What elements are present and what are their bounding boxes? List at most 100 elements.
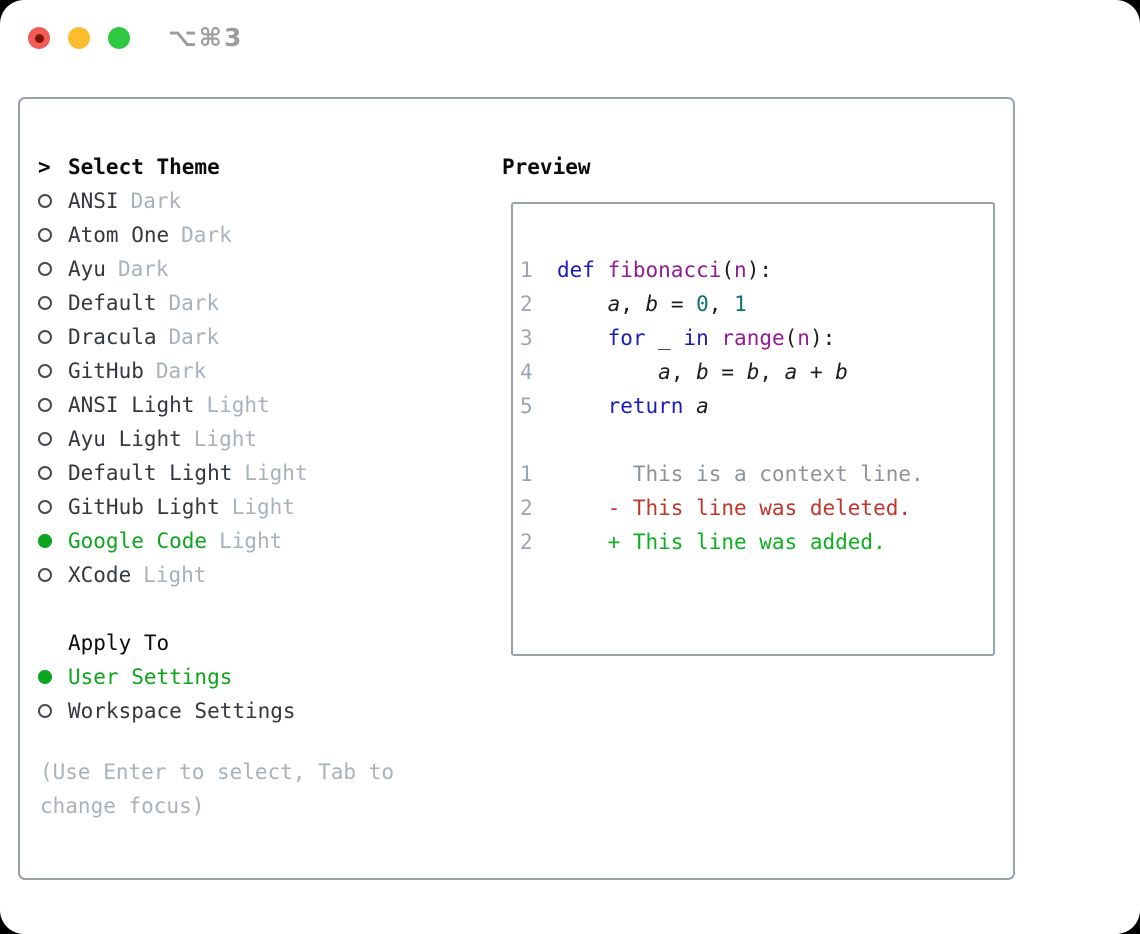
theme-item-label: Default Light: [68, 461, 233, 485]
radio-selected-icon: [38, 534, 52, 548]
code-line: 5 return a: [520, 389, 993, 423]
theme-item-label: Default: [68, 291, 157, 315]
radio-icon: [38, 194, 52, 208]
theme-variant-tag: Light: [244, 461, 308, 485]
radio-icon: [38, 330, 52, 344]
traffic-lights: [28, 27, 130, 49]
theme-item-github-light[interactable]: GitHub Light Light: [38, 490, 308, 524]
cursor-icon: >: [38, 155, 51, 179]
theme-item-dracula[interactable]: Dracula Dark: [38, 320, 308, 354]
apply-option-user-settings[interactable]: User Settings: [38, 660, 296, 694]
radio-marker: [38, 330, 68, 344]
radio-icon: [38, 262, 52, 276]
theme-variant-tag: Light: [206, 393, 270, 417]
code-line: 4 a, b = b, a + b: [520, 355, 993, 389]
radio-marker: [38, 568, 68, 582]
radio-marker: [38, 432, 68, 446]
line-number: 5: [520, 394, 533, 418]
theme-item-label: XCode: [68, 563, 132, 587]
diff-line-added: 2 + This line was added.: [520, 525, 993, 559]
diff-text: This is a context line.: [557, 462, 924, 486]
apply-option-label: User Settings: [68, 665, 233, 689]
diff-line-context: 1 This is a context line.: [520, 457, 993, 491]
apply-to-header-row: Apply To: [38, 626, 296, 660]
line-number: 1: [520, 258, 533, 282]
theme-item-label: GitHub: [68, 359, 144, 383]
code-text: return a: [607, 394, 709, 418]
preview-title: Preview: [502, 155, 591, 179]
radio-marker: [38, 194, 68, 208]
radio-marker: [38, 670, 68, 684]
radio-icon: [38, 296, 52, 310]
theme-item-label: Atom One: [68, 223, 170, 247]
theme-variant-tag: Light: [231, 495, 295, 519]
code-text: a, b = 0, 1: [607, 292, 747, 316]
code-line: 2 a, b = 0, 1: [520, 287, 993, 321]
theme-item-label: Ayu Light: [68, 427, 182, 451]
close-button[interactable]: [28, 27, 50, 49]
code-text: a, b = b, a + b: [658, 360, 848, 384]
theme-item-default-light[interactable]: Default Light Light: [38, 456, 308, 490]
zoom-button[interactable]: [108, 27, 130, 49]
theme-variant-tag: Dark: [168, 291, 220, 315]
theme-item-ayu[interactable]: Ayu Dark: [38, 252, 308, 286]
theme-variant-tag: Dark: [117, 257, 169, 281]
diff-text: - This line was deleted.: [557, 496, 912, 520]
code-line: 1 def fibonacci(n):: [520, 253, 993, 287]
theme-item-label: GitHub Light: [68, 495, 220, 519]
theme-variant-tag: Light: [219, 529, 283, 553]
radio-icon: [38, 398, 52, 412]
line-number: 4: [520, 360, 533, 384]
theme-item-ansi[interactable]: ANSI Dark: [38, 184, 308, 218]
radio-icon: [38, 364, 52, 378]
theme-item-label: Dracula: [68, 325, 157, 349]
diff-line-deleted: 2 - This line was deleted.: [520, 491, 993, 525]
blank-line: [520, 423, 993, 457]
line-number: 2: [520, 292, 533, 316]
theme-variant-tag: Light: [193, 427, 258, 451]
radio-marker: [38, 296, 68, 310]
theme-variant-tag: Light: [143, 563, 207, 587]
code-text: def fibonacci(n):: [557, 258, 772, 282]
theme-variant-tag: Dark: [168, 325, 220, 349]
hint-text: (Use Enter to select, Tab to change focu…: [40, 760, 395, 818]
theme-item-label: ANSI: [68, 189, 119, 213]
apply-option-workspace-settings[interactable]: Workspace Settings: [38, 694, 296, 728]
radio-marker: [38, 364, 68, 378]
theme-item-xcode[interactable]: XCode Light: [38, 558, 308, 592]
code-text: for _ in range(n):: [607, 326, 836, 350]
radio-marker: [38, 704, 68, 718]
window-title: ⌥⌘3: [168, 23, 244, 52]
theme-list-title: Select Theme: [68, 155, 220, 179]
close-dot-icon: [34, 33, 44, 43]
radio-marker: [38, 262, 68, 276]
minimize-button[interactable]: [68, 27, 90, 49]
radio-icon: [38, 568, 52, 582]
theme-variant-tag: Dark: [130, 189, 182, 213]
theme-item-default[interactable]: Default Dark: [38, 286, 308, 320]
radio-icon: [38, 432, 52, 446]
theme-item-ayu-light[interactable]: Ayu Light Light: [38, 422, 308, 456]
theme-item-label: Ayu: [68, 257, 106, 281]
radio-icon: [38, 466, 52, 480]
apply-option-label: Workspace Settings: [68, 699, 296, 723]
radio-icon: [38, 500, 52, 514]
radio-marker: [38, 466, 68, 480]
radio-marker: [38, 534, 68, 548]
apply-to-title: Apply To: [68, 631, 170, 655]
radio-marker: [38, 500, 68, 514]
radio-icon: [38, 228, 52, 242]
line-number: 2: [520, 496, 533, 520]
theme-list-header-row: > Select Theme: [38, 150, 308, 184]
radio-icon: [38, 704, 52, 718]
cursor-marker: >: [38, 155, 68, 179]
